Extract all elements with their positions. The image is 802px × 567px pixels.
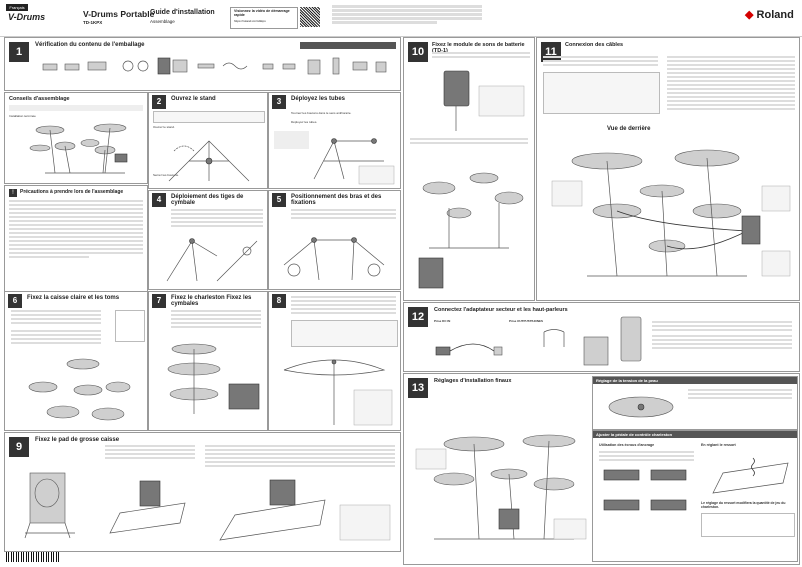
- step-text: Serrez les boutons.: [153, 173, 179, 177]
- anchor-illustration: [603, 469, 687, 511]
- section-7: 7 Fixez le charleston Fixez les cymbales: [148, 291, 268, 431]
- section-10: 10 Fixez le module de sons de batterie (…: [403, 37, 535, 301]
- section-8: 8: [268, 291, 401, 431]
- section-title: Positionnement des bras et des fixations: [291, 194, 382, 206]
- step-number: 5: [272, 193, 286, 207]
- section-title: Connectez l'adaptateur secteur et les ha…: [434, 307, 568, 313]
- section-title: Vérification du contenu de l'emballage: [35, 42, 145, 48]
- kit-top-illustration: [418, 172, 524, 289]
- step-number: 12: [408, 307, 428, 327]
- step-number: 13: [408, 378, 428, 398]
- install-label: Installation terminée: [9, 114, 36, 118]
- spring-title: En réglant le ressort: [701, 443, 736, 447]
- dc-in-label: Prise DC IN: [434, 319, 451, 323]
- section-13a: Réglage de la tension de la peau: [592, 376, 798, 430]
- adapter-illustration: [435, 329, 609, 366]
- cymbal-rod-illustration: [166, 238, 258, 282]
- pedal-illustration: [109, 480, 186, 534]
- doc-title: Guide d'installation: [150, 9, 215, 16]
- step-number: 1: [9, 42, 29, 62]
- section-13b: Ajuster la pédale de contrôle charleston…: [592, 430, 798, 562]
- section-5: 5 Positionnement des bras et des fixatio…: [268, 190, 401, 290]
- step-text: Ouvrez le stand.: [153, 125, 175, 129]
- back-view-label: Vue de derrière: [607, 126, 651, 132]
- module-mount-illustration: [443, 70, 525, 131]
- anchor-title: Utilisation des écrous d'ancrage: [599, 443, 655, 447]
- step-text: Tournez les boutons dans le sens antihor…: [291, 111, 352, 115]
- section-title: Connexion des câbles: [565, 42, 624, 48]
- section-title: Fixez le charleston Fixez les cymbales: [171, 295, 252, 307]
- qr-code[interactable]: [300, 7, 320, 27]
- tension-illustration: [608, 396, 674, 418]
- conseils-title: Conseils d'assemblage: [9, 96, 70, 102]
- video-title: Visionnez la vidéo de démarrage rapide: [234, 9, 290, 17]
- section-conseils: Conseils d'assemblage Installation termi…: [4, 92, 148, 184]
- section-2: 2 Ouvrez le stand Ouvrez le stand. Serre…: [148, 92, 268, 189]
- brand-logo: V-Drums: [8, 12, 46, 22]
- module-side-illustration: [620, 316, 642, 362]
- section-title: Fixez le module de sons de batterie (TD-…: [432, 42, 525, 54]
- step-number: 4: [152, 193, 166, 207]
- cymbal-angle-illustration: [283, 359, 393, 426]
- step-number: 9: [9, 437, 29, 457]
- step-number: 8: [272, 294, 286, 308]
- product-title: V-Drums Portable: [83, 9, 155, 19]
- drum-kit-illustration: [29, 123, 128, 174]
- precautions-title: Précautions à prendre lors de l'assembla…: [20, 189, 124, 195]
- section-1: 1 Vérification du contenu de l'emballage: [4, 37, 401, 91]
- model-number: TD-1KPX: [83, 20, 103, 25]
- step-text: Déployez les tubes.: [291, 120, 318, 124]
- language-tag: Français: [6, 4, 28, 11]
- step-number: 2: [152, 95, 166, 109]
- section-title: Fixez le pad de grosse caisse: [35, 437, 120, 443]
- precautions-lines: [9, 200, 143, 260]
- section-title: Déployez les tubes: [291, 96, 346, 102]
- video-box: Visionnez la vidéo de démarrage rapide h…: [230, 7, 298, 29]
- stand-illustration: [168, 140, 250, 182]
- section-12: 12 Connectez l'adaptateur secteur et les…: [403, 302, 800, 372]
- section-3: 3 Déployez les tubes Tournez les boutons…: [268, 92, 401, 189]
- pedal-detail-illustration: [219, 479, 391, 541]
- section-title: Réglages d'installation finaux: [434, 378, 512, 384]
- arms-illustration: [283, 237, 385, 281]
- cabling-illustration: [551, 149, 791, 277]
- doc-subtitle: Assemblage: [150, 19, 175, 24]
- parts-illustrations: [42, 57, 387, 75]
- step-number: 3: [272, 95, 286, 109]
- step-number: 6: [8, 294, 22, 308]
- phones-label: Prise OUTPUT/PHONES: [509, 319, 544, 323]
- section-title: Ouvrez le stand: [171, 96, 216, 102]
- hihat-adjust-title: Ajuster la pédale de contrôle charleston: [593, 431, 797, 438]
- section-11: 11 Connexion des câbles Vue de derrière: [536, 37, 800, 301]
- video-url[interactable]: https://roland.cm/td1kpx: [234, 19, 266, 23]
- barcode: [6, 552, 61, 562]
- parts-bar: [300, 42, 396, 49]
- kick-pad-illustration: [24, 472, 75, 539]
- roland-logo: ◆ Roland: [745, 9, 794, 21]
- section-4: 4 Déploiement des tiges de cymbale: [148, 190, 268, 290]
- section-6: 6 Fixez la caisse claire et les toms: [4, 291, 148, 431]
- legal-text: [332, 5, 482, 25]
- drum-tension-title: Réglage de la tension de la peau: [593, 377, 797, 384]
- section-precautions: ! Précautions à prendre lors de l'assemb…: [4, 185, 148, 292]
- step-number: 10: [408, 42, 428, 62]
- spring-note: Le réglage du ressort modifiera la quant…: [701, 501, 786, 509]
- section-title: Déploiement des tiges de cymbale: [171, 194, 244, 206]
- tubes-illustration: [274, 131, 395, 185]
- spring-illustration: [712, 457, 789, 494]
- hihat-cymbal-illustration: [167, 343, 260, 414]
- step-number: 7: [152, 294, 166, 308]
- section-title: Fixez la caisse claire et les toms: [27, 295, 120, 301]
- section-9: 9 Fixez le pad de grosse caisse: [4, 432, 401, 552]
- final-kit-illustration: [415, 434, 587, 540]
- snare-tom-illustration: [28, 358, 131, 421]
